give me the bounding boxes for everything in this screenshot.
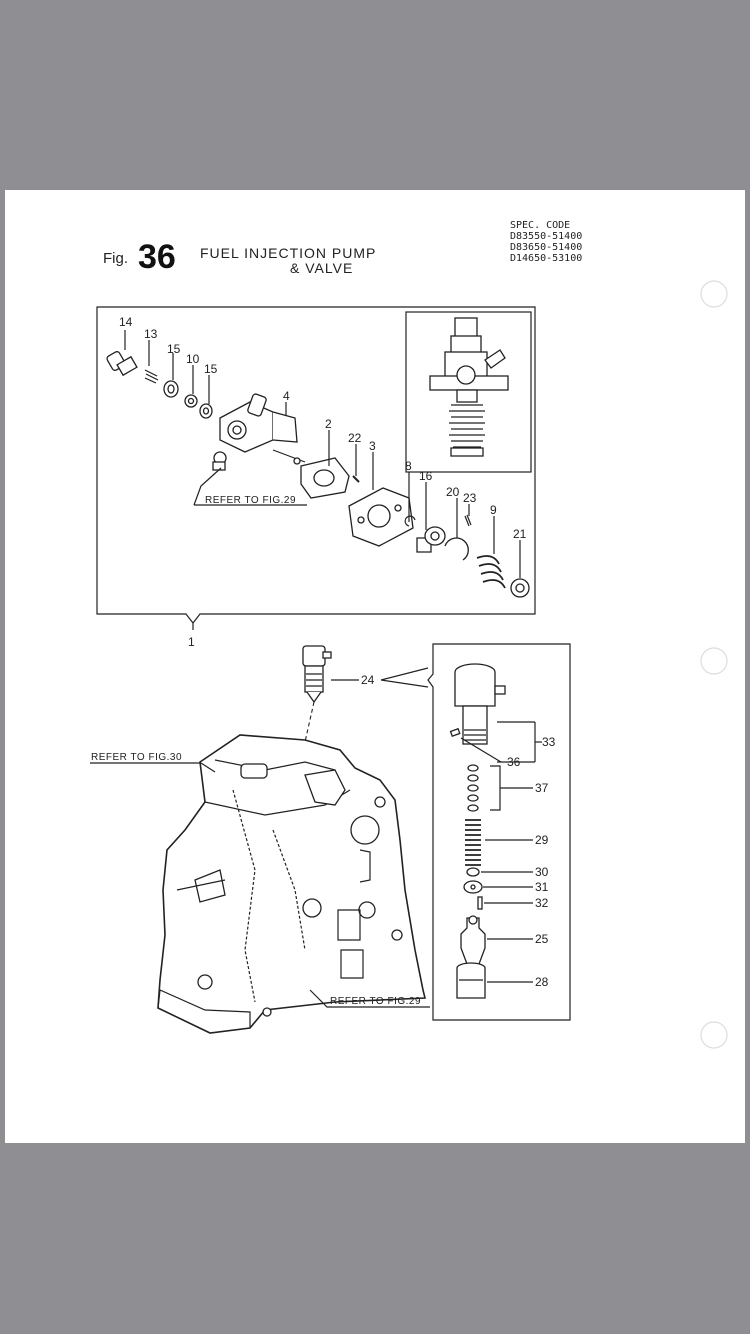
label-32: 32 (535, 896, 549, 910)
inset-pump-box (405, 311, 532, 473)
engine-block (157, 734, 427, 1034)
label-16: 16 (419, 469, 433, 483)
fig-prefix: Fig. (103, 250, 128, 267)
spec-code-label: SPEC. CODE (510, 220, 570, 231)
label-14: 14 (119, 315, 133, 329)
fig-number: 36 (138, 238, 176, 276)
label-4: 4 (283, 389, 290, 403)
label-24: 24 (361, 673, 375, 687)
spec-code-1: D83550-51400 (510, 231, 582, 242)
label-30: 30 (535, 865, 549, 879)
parts-diagram: Fig. 36 FUEL INJECTION PUMP & VALVE SPEC… (90, 220, 728, 1049)
refer-fig30: REFER TO FIG.30 (91, 752, 182, 763)
label-2: 2 (325, 417, 332, 431)
refer-fig29-lower: REFER TO FIG.29 (330, 996, 421, 1007)
label-37: 37 (535, 781, 549, 795)
page-hole-mark (700, 1021, 728, 1049)
label-29: 29 (535, 833, 549, 847)
label-28: 28 (535, 975, 549, 989)
page-hole-mark (700, 280, 728, 308)
upper-frame (96, 306, 536, 624)
label-21: 21 (513, 527, 527, 541)
title-line-2: & VALVE (290, 260, 353, 276)
label-1: 1 (188, 635, 195, 649)
label-8: 8 (405, 459, 412, 473)
injector-on-engine (302, 645, 332, 743)
document-page: Fig. 36 FUEL INJECTION PUMP & VALVE SPEC… (5, 190, 745, 1143)
lower-right-frame (427, 643, 571, 1021)
upper-leaders (124, 330, 521, 578)
label-15b: 15 (204, 362, 218, 376)
label-13: 13 (144, 327, 158, 341)
label-22: 22 (348, 431, 362, 445)
title-line-1: FUEL INJECTION PUMP (200, 245, 376, 261)
label-25: 25 (535, 932, 549, 946)
label-31: 31 (535, 880, 549, 894)
label-36: 36 (507, 755, 521, 769)
refer-fig29-upper: REFER TO FIG.29 (205, 495, 296, 506)
label-15a: 15 (167, 342, 181, 356)
inset-pump-drawing (429, 317, 509, 457)
exploded-parts (106, 351, 530, 598)
page-hole-mark (700, 647, 728, 675)
label-20: 20 (446, 485, 460, 499)
label-3: 3 (369, 439, 376, 453)
label-33: 33 (542, 735, 556, 749)
spec-code-3: D14650-53100 (510, 253, 582, 264)
label-9: 9 (490, 503, 497, 517)
label-23: 23 (463, 491, 477, 505)
lower-right-leaders (460, 721, 542, 983)
injection-valve-parts (449, 663, 506, 999)
spec-code-2: D83650-51400 (510, 242, 582, 253)
label-10: 10 (186, 352, 200, 366)
